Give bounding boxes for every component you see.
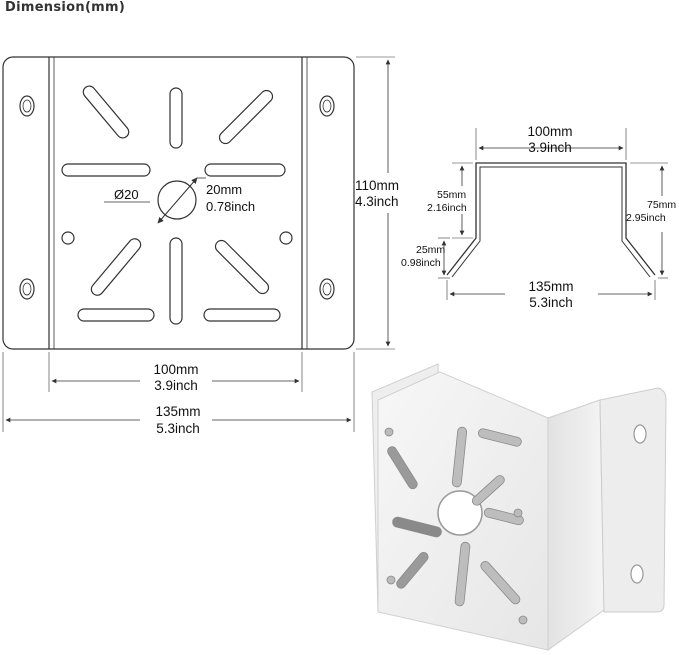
bracket-side-face — [547, 399, 605, 651]
center-hole — [157, 180, 197, 220]
profile-top-width-mm: 100mm — [527, 124, 572, 139]
profile-base-width-mm: 135mm — [528, 279, 573, 294]
profile-flange-mm: 25mm — [416, 244, 445, 256]
diagram-title: Dimension(mm) — [5, 0, 126, 15]
profile-outer — [446, 162, 656, 276]
flange-hole — [633, 424, 647, 444]
profile-side-height-mm: 55mm — [437, 189, 466, 201]
flange-hole — [630, 564, 644, 584]
inner-width-in: 3.9inch — [154, 378, 198, 393]
hole-diameter-line — [157, 177, 198, 224]
profile-total-height-in: 2.95inch — [626, 212, 666, 224]
small-hole — [61, 231, 75, 245]
profile-top-width-in: 3.9inch — [528, 140, 572, 155]
inner-width-mm: 100mm — [153, 362, 198, 377]
profile-inner — [451, 166, 651, 278]
bracket-right-flange — [599, 387, 667, 613]
hole-size-mm: 20mm — [206, 182, 242, 197]
mount-hole — [19, 95, 35, 117]
height-in: 4.3inch — [355, 194, 399, 209]
bracket-slots — [387, 426, 524, 607]
profile-side-height-in: 2.16inch — [427, 202, 467, 214]
profile-total-height-mm: 75mm — [647, 199, 676, 211]
flat-plate-drawing — [2, 56, 395, 432]
outer-width-mm: 135mm — [155, 404, 200, 419]
bracket-profile-drawing — [438, 128, 668, 300]
hole-symbol-label: Ø20 — [114, 187, 139, 202]
mount-hole — [19, 278, 35, 300]
slots — [61, 85, 286, 325]
mount-hole — [319, 95, 335, 117]
profile-base-width-in: 5.3inch — [529, 295, 573, 310]
profile-flange-in: 0.98inch — [401, 257, 441, 269]
height-mm: 110mm — [355, 178, 399, 193]
bracket-photo-illustration — [371, 363, 667, 651]
outer-width-in: 5.3inch — [156, 421, 200, 436]
hole-size-in: 0.78inch — [206, 199, 255, 214]
small-hole — [279, 231, 293, 245]
bracket-center-hole — [437, 490, 483, 536]
plate-outline — [2, 56, 355, 350]
mount-hole — [319, 278, 335, 300]
